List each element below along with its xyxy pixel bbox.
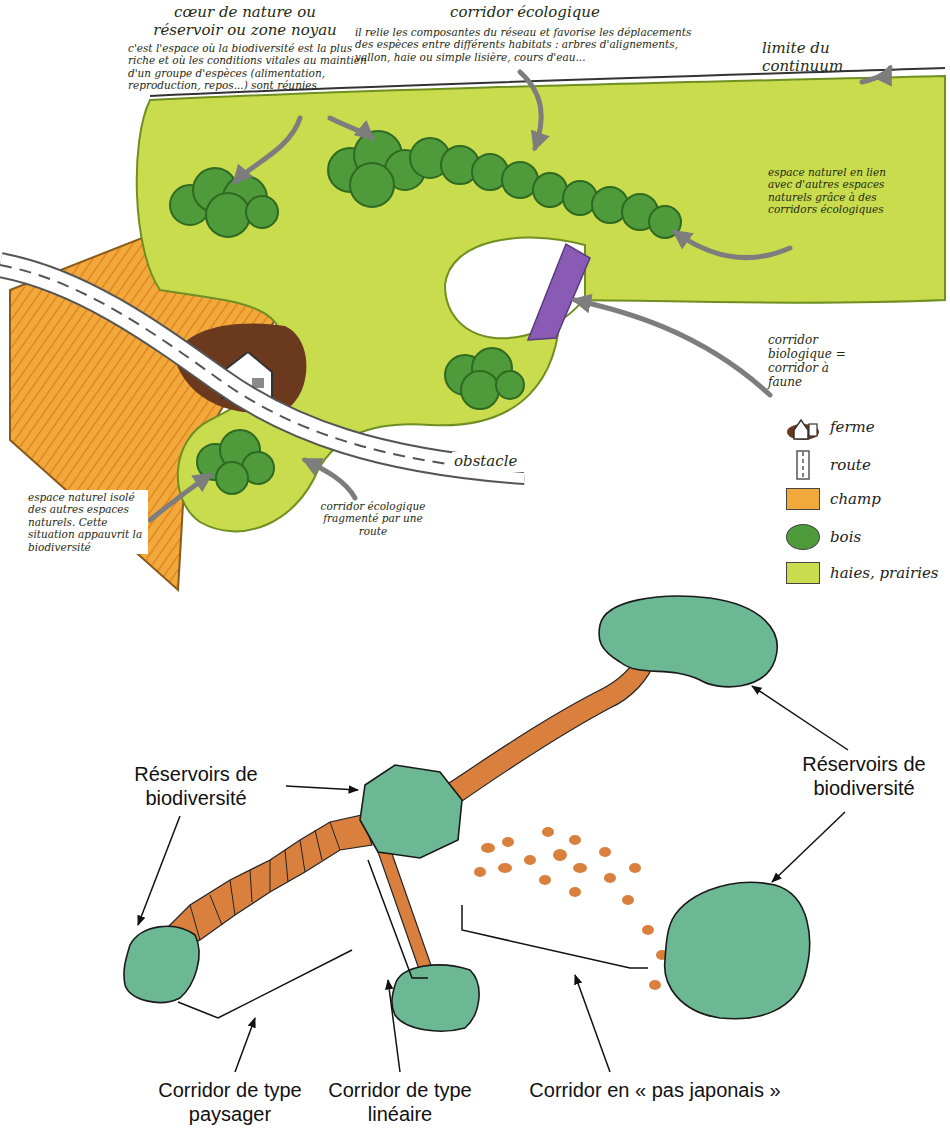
legend-row: champ (786, 488, 881, 510)
legend-row: route (786, 450, 871, 480)
road (0, 265, 525, 472)
legend-text: bois (830, 528, 861, 546)
heading-text: corridor écologique (440, 4, 610, 22)
callout-label: espace naturel isolé des autres espaces … (26, 490, 148, 554)
leader-arrow (138, 686, 848, 1072)
reservoir-label: Réservoirs de biodiversité (110, 762, 282, 810)
landscape-corridor (160, 815, 372, 952)
fauna-corridor (528, 244, 590, 340)
legend-row: haies, prairies (786, 562, 939, 584)
landscape-patches (190, 822, 340, 940)
callout-label: obstacle (452, 452, 546, 472)
legend-text: ferme (830, 418, 875, 436)
callout-label: corridor écologique fragmenté par une ro… (318, 500, 428, 537)
callout-arrow (150, 68, 890, 520)
legend-row: bois (786, 524, 861, 550)
note-text: c'est l'espace où la biodiversité est la… (128, 42, 368, 92)
road-icon (786, 450, 820, 480)
callout-label: limite du continuum (762, 40, 872, 75)
network-schematic (124, 596, 848, 1072)
legend-text: haies, prairies (830, 564, 939, 582)
legend-swatch (786, 524, 820, 550)
bracket (178, 860, 648, 1018)
legend-text: champ (830, 490, 881, 508)
meadow (137, 76, 945, 531)
callout-label: corridor biologique = corridor à faune (768, 333, 852, 390)
corridor-label: Corridor de type paysager (125, 1078, 335, 1126)
note-text: il relie les composantes du réseau et fa… (355, 26, 700, 63)
callout-label: espace naturel en lien avec d'autres esp… (768, 166, 886, 216)
legend-swatch (786, 562, 820, 584)
road-edge (0, 265, 525, 472)
legend-text: route (830, 456, 871, 474)
corridor-band (438, 652, 656, 808)
heading-text: cœur de nature ou réservoir ou zone noya… (145, 4, 345, 39)
corridor-label: Corridor en « pas japonais » (520, 1078, 790, 1102)
road-marking (0, 265, 525, 472)
farm-icon (786, 412, 820, 442)
landscape-illustration (0, 68, 945, 590)
reservoir-label: Réservoirs de biodiversité (782, 752, 946, 800)
legend-swatch (786, 488, 820, 510)
biodiversity-reservoir (124, 596, 810, 1031)
woods (170, 131, 681, 494)
stepping-stones (474, 827, 668, 990)
corridor-label: Corridor de type linéaire (300, 1078, 500, 1126)
legend-row: ferme (786, 412, 875, 442)
